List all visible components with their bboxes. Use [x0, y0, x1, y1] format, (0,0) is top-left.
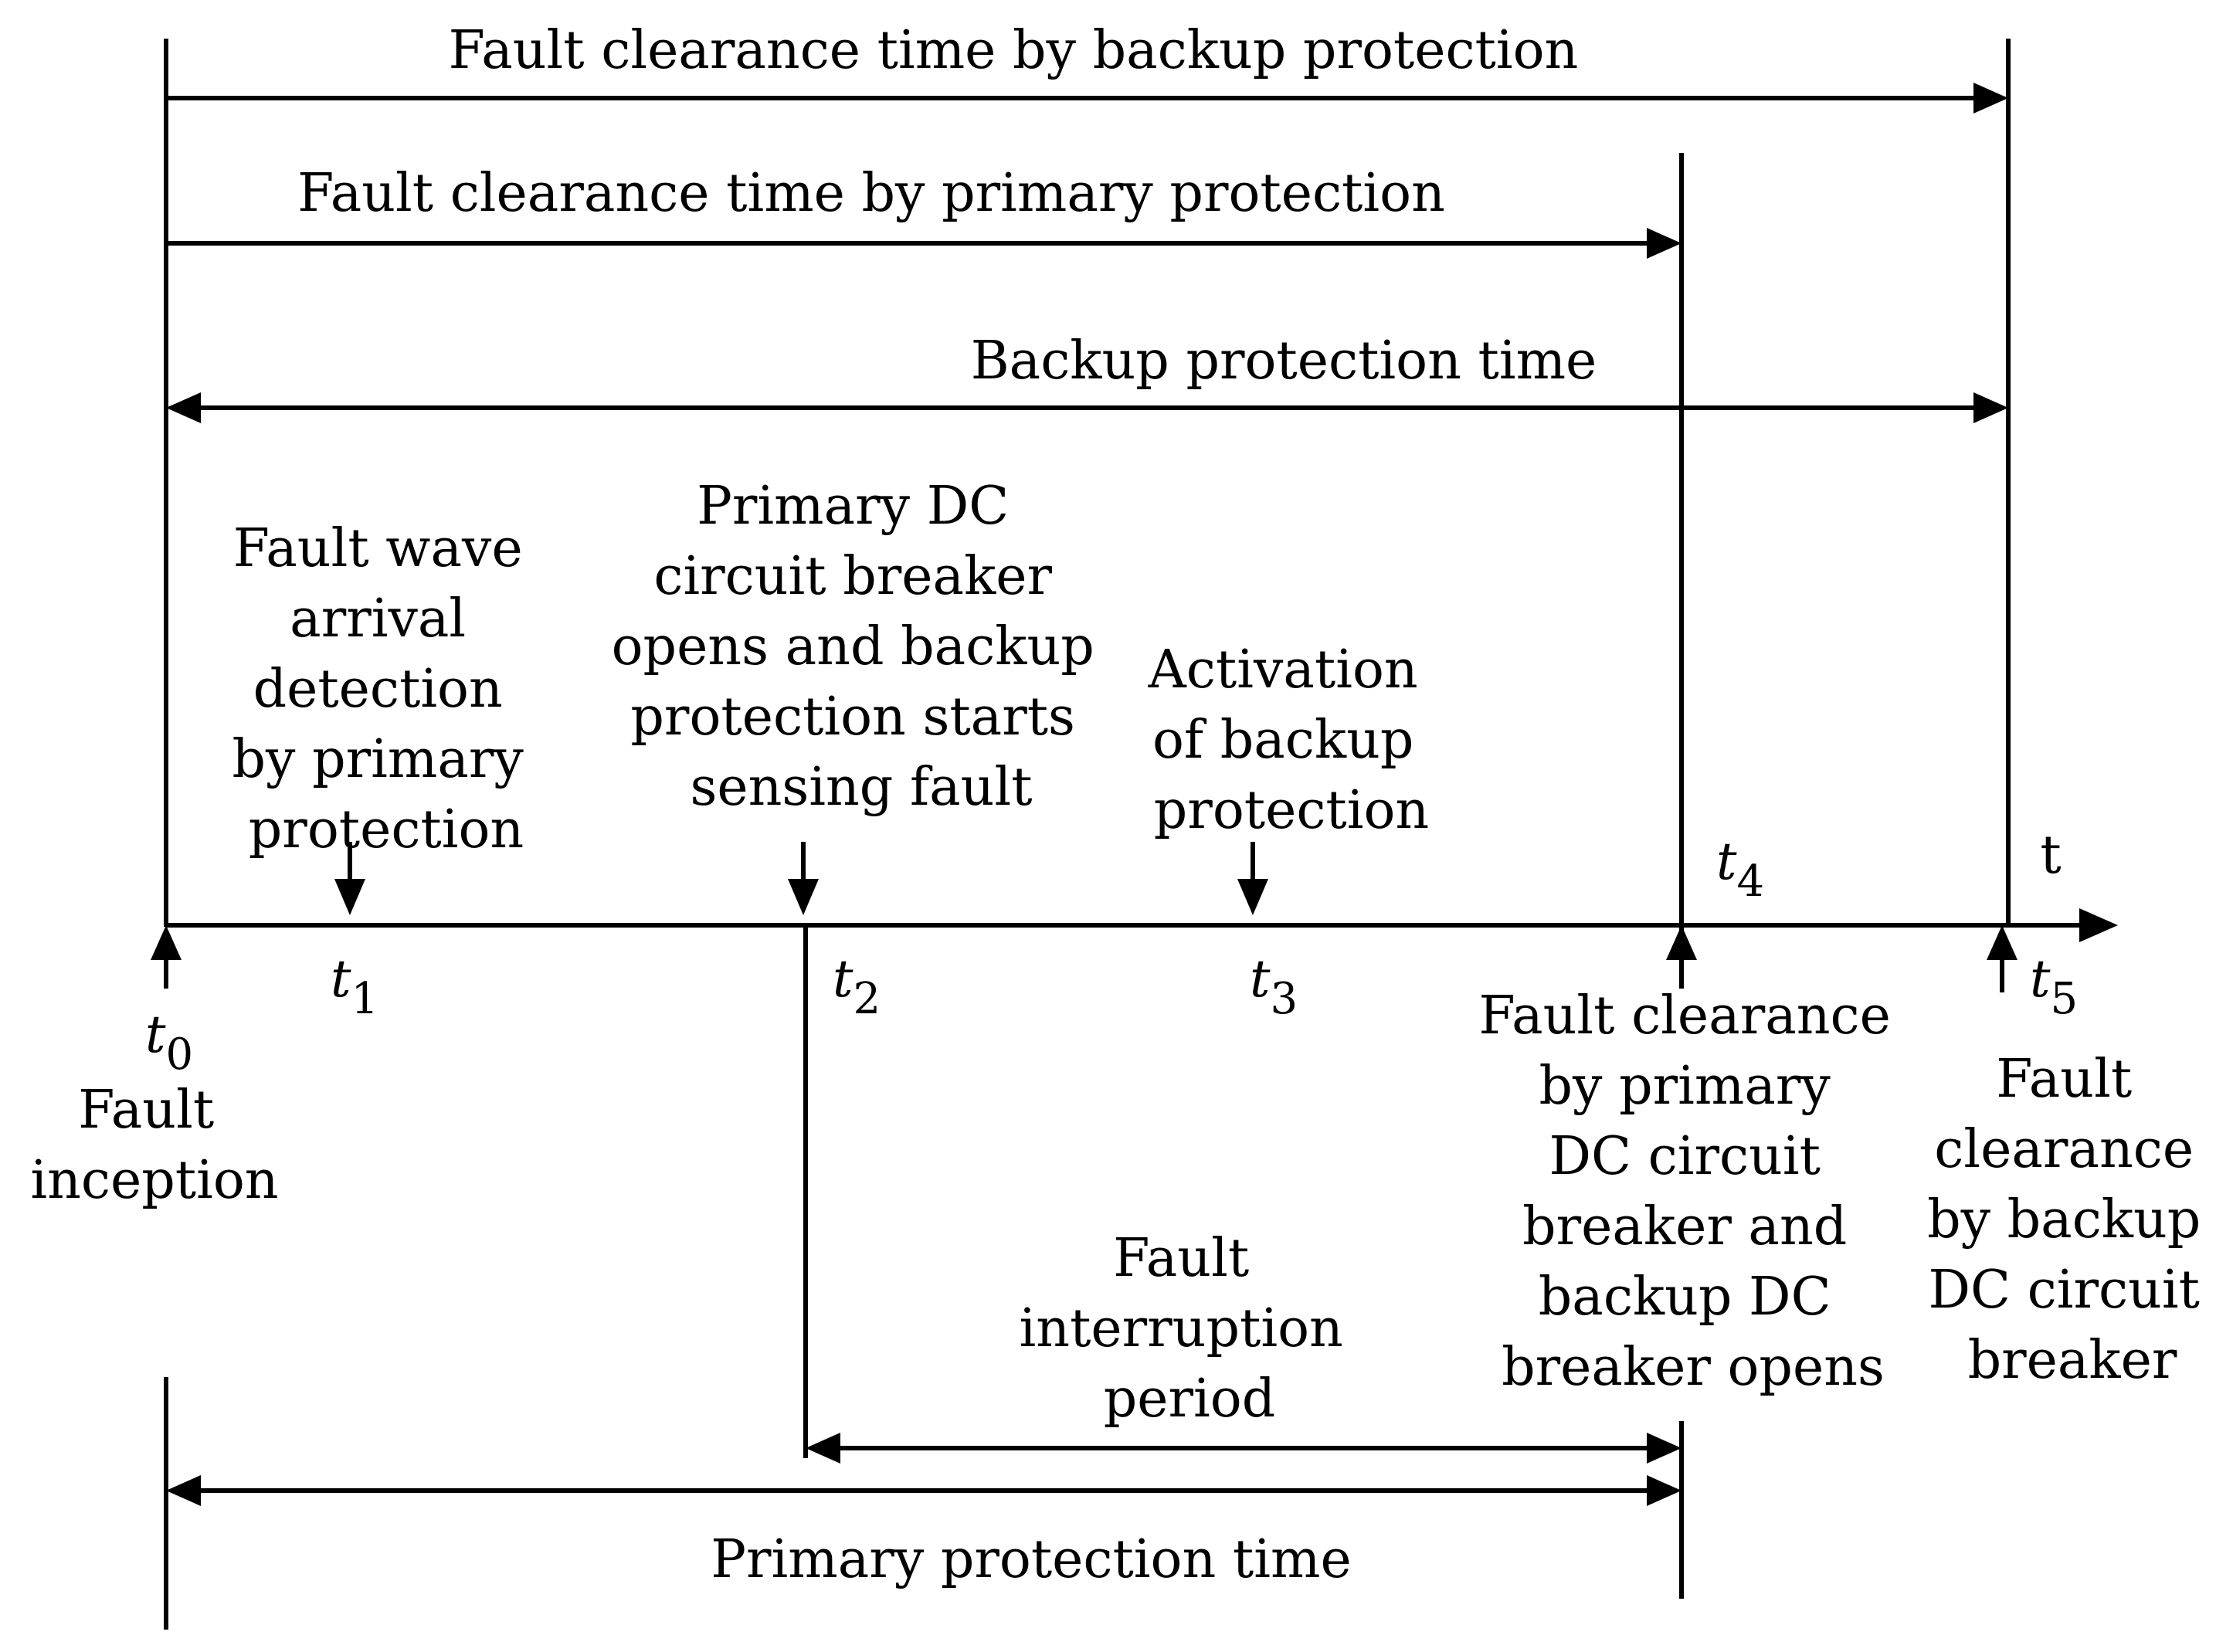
primary-time-right-arrowhead [1647, 1475, 1682, 1506]
t4-up-arrowhead [1666, 925, 1697, 960]
backup-clearance-arrowhead [1973, 83, 2008, 114]
time-axis-arrowhead [2079, 908, 2118, 942]
backup-time-label: Backup protection time [971, 331, 1597, 392]
primary-time-left-arrowhead [166, 1475, 201, 1506]
t5-up-arrowhead [1987, 925, 2018, 960]
t4-description: Fault clearance by primary DC circuit br… [1479, 985, 1908, 1398]
t3-description: Activation of backup protection [1148, 639, 1435, 841]
t3-marker: t3 [1250, 949, 1298, 1024]
t0-marker: t0 [145, 1005, 193, 1080]
t5-description: Fault clearance by backup DC circuit bre… [1927, 1049, 2218, 1391]
primary-clearance-label: Fault clearance time by primary protecti… [297, 163, 1445, 224]
t1-down-arrowhead [334, 879, 365, 915]
t0-description: Fault inception [30, 1080, 278, 1211]
t3-down-arrowhead [1237, 879, 1268, 915]
interruption-left-arrowhead [806, 1433, 840, 1464]
backup-time-left-arrowhead [166, 392, 201, 423]
t2-down-arrowhead [788, 879, 819, 915]
backup-time-right-arrowhead [1973, 392, 2008, 423]
interruption-period-label: Fault interruption period [1020, 1228, 1360, 1430]
time-axis-label: t [2040, 825, 2061, 886]
interruption-right-arrowhead [1647, 1433, 1682, 1464]
t2-description: Primary DC circuit breaker opens and bac… [612, 476, 1111, 818]
backup-clearance-label: Fault clearance time by backup protectio… [449, 20, 1579, 81]
t1-marker: t1 [331, 949, 378, 1024]
t4-marker: t4 [1716, 832, 1764, 907]
t2-marker: t2 [833, 949, 881, 1024]
primary-clearance-arrowhead [1647, 228, 1682, 259]
t0-up-arrowhead [151, 925, 182, 960]
t1-description: Fault wave arrival detection by primary … [232, 518, 541, 860]
primary-time-label: Primary protection time [711, 1529, 1351, 1590]
t5-marker: t5 [2030, 949, 2078, 1024]
